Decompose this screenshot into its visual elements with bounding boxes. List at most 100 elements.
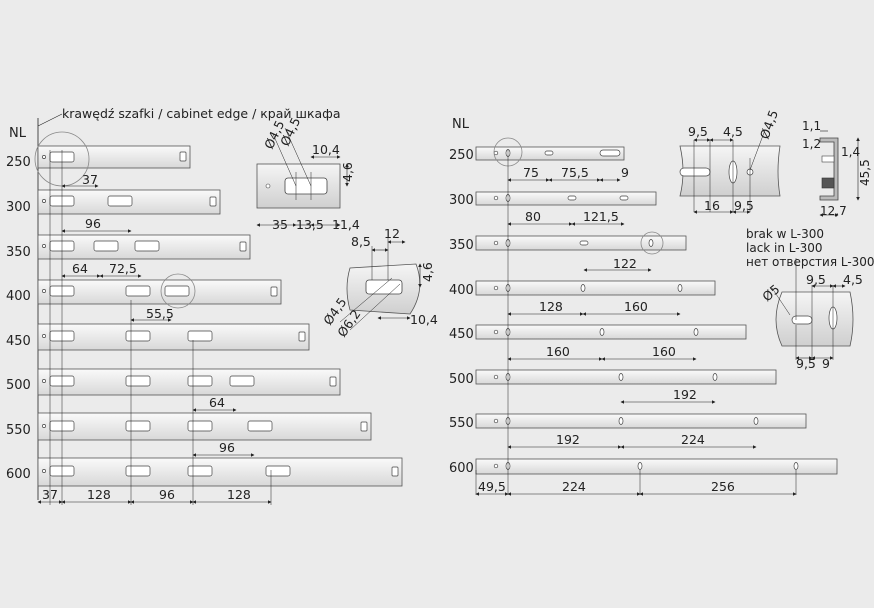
right-rail-300 (475, 191, 657, 206)
dc-d95b: 9,5 (734, 198, 754, 213)
left-guides (49, 150, 272, 505)
note-line-3: нет отверстия L-300 (746, 255, 874, 269)
right-rail-400 (475, 280, 716, 296)
right-rail-holes (493, 149, 799, 470)
da-d46: 4,6 (340, 162, 355, 182)
da-d45b: Ø4,5 (277, 115, 303, 148)
right-length-600: 600 (449, 461, 474, 476)
right-length-250: 250 (449, 148, 474, 163)
left-length-250: 250 (6, 155, 31, 170)
dim-r128: 128 (539, 299, 563, 314)
dim-r80: 80 (525, 209, 541, 224)
left-highlight-400 (160, 273, 196, 309)
db-d104: 10,4 (410, 312, 438, 327)
left-rail-slots (42, 151, 399, 477)
right-highlight-350 (640, 231, 664, 255)
right-guides (475, 150, 797, 495)
dd-d12: 1,2 (802, 137, 821, 151)
dim-r256: 256 (711, 479, 735, 494)
left-rail-450 (37, 323, 310, 351)
right-length-550: 550 (449, 416, 474, 431)
left-dim-lines (37, 184, 272, 504)
right-rail-500 (475, 369, 777, 385)
detail-b: 8,5 12 4,6 Ø4,5 Ø6,2 10,4 (320, 226, 438, 340)
dim-b96: 96 (159, 487, 175, 502)
left-rail-400 (37, 279, 282, 305)
cabinet-edge-label: krawędź szafki / cabinet edge / край шка… (62, 106, 341, 121)
dim-96-550: 96 (219, 440, 235, 455)
da-d114: 11,4 (332, 217, 360, 232)
left-length-300: 300 (6, 200, 31, 215)
dim-r192-550: 192 (556, 432, 580, 447)
left-dim-texts: 37 96 64 72,5 55,5 64 96 37 128 96 128 (42, 172, 251, 502)
dc-d45r: Ø4,5 (757, 108, 781, 141)
dim-55-5: 55,5 (146, 306, 174, 321)
da-d135: 13,5 (296, 217, 324, 232)
cabinet-edge-leader (37, 113, 63, 127)
left-rail-600 (37, 457, 403, 487)
right-length-450: 450 (449, 327, 474, 342)
right-dim-texts: 75 75,5 9 80 121,5 122 128 160 160 160 1… (478, 165, 735, 494)
right-rail-550 (475, 413, 807, 429)
note-line-1: brak w L-300 (746, 227, 824, 241)
dim-37-top: 37 (82, 172, 98, 187)
note-line-2: lack in L-300 (746, 241, 823, 255)
da-d35: 35 (272, 217, 288, 232)
dim-r49-5: 49,5 (478, 479, 506, 494)
dd-d14: 1,4 (841, 145, 860, 159)
dim-r224-600: 224 (562, 479, 586, 494)
dim-b37: 37 (42, 487, 58, 502)
dim-r160b: 160 (546, 344, 570, 359)
left-length-450: 450 (6, 334, 31, 349)
right-length-400: 400 (449, 283, 474, 298)
left-rail-250 (37, 145, 191, 169)
detail-e: 9,5 4,5 Ø5 9,5 9 brak w L-300 lack in L-… (746, 227, 874, 371)
dim-96-300: 96 (85, 216, 101, 231)
dim-r224-550: 224 (681, 432, 705, 447)
detail-a: Ø4,5 Ø4,5 10,4 4,6 35 13,5 11,4 (256, 115, 360, 232)
db-d46: 4,6 (420, 262, 435, 282)
dim-r9: 9 (621, 165, 629, 180)
dim-r75: 75 (523, 165, 539, 180)
detail-c: 9,5 4,5 Ø4,5 16 9,5 (679, 108, 781, 214)
dim-r160c: 160 (652, 344, 676, 359)
dd-d11: 1,1 (802, 119, 821, 133)
left-length-550: 550 (6, 423, 31, 438)
dim-72-5: 72,5 (109, 261, 137, 276)
dim-64-350: 64 (72, 261, 88, 276)
left-length-500: 500 (6, 378, 31, 393)
left-length-400: 400 (6, 289, 31, 304)
dim-b128b: 128 (227, 487, 251, 502)
right-length-500: 500 (449, 372, 474, 387)
detail-d: 1,1 1,2 1,4 45,5 12,7 (802, 119, 872, 218)
de-d95: 9,5 (806, 272, 826, 287)
dd-d127: 12,7 (820, 204, 847, 218)
right-dim-lines (475, 178, 797, 496)
right-length-350: 350 (449, 238, 474, 253)
de-d95b: 9,5 (796, 356, 816, 371)
right-rails (475, 146, 838, 475)
left-nl-header: NL (9, 126, 26, 141)
right-rail-600 (475, 458, 838, 475)
right-nl-header: NL (452, 117, 469, 132)
dim-r75-5: 75,5 (561, 165, 589, 180)
de-d45: 4,5 (843, 272, 863, 287)
dc-d95: 9,5 (688, 124, 708, 139)
dc-d16: 16 (704, 198, 720, 213)
right-rail-450 (475, 324, 747, 340)
dim-r160a: 160 (624, 299, 648, 314)
de-d9: 9 (822, 356, 830, 371)
db-d85: 8,5 (351, 234, 371, 249)
left-length-600: 600 (6, 467, 31, 482)
right-length-300: 300 (449, 193, 474, 208)
left-length-350: 350 (6, 245, 31, 260)
dim-r192-500: 192 (673, 387, 697, 402)
dd-d455: 45,5 (858, 159, 872, 186)
dim-b128: 128 (87, 487, 111, 502)
left-rails (37, 145, 403, 487)
dim-r121-5: 121,5 (583, 209, 619, 224)
dim-r122: 122 (613, 256, 637, 271)
da-d104: 10,4 (312, 142, 340, 157)
